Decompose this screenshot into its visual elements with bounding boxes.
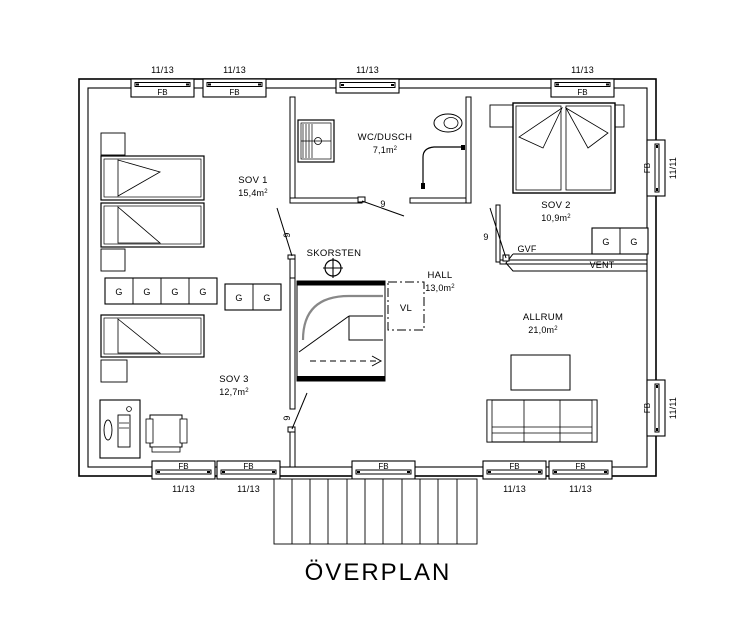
closet-label: G	[171, 287, 178, 297]
window-fb-label: FB	[643, 163, 652, 173]
doors	[276, 196, 510, 433]
window-size-label: 11/13	[356, 65, 379, 75]
room-name-allrum: ALLRUM	[523, 312, 563, 323]
room-area-sov1: 15,4m2	[238, 188, 268, 198]
room-name-wc: WC/DUSCH	[358, 132, 413, 143]
window-fb-label: FB	[243, 462, 253, 471]
staircase	[296, 280, 386, 382]
sov2-furniture	[489, 102, 625, 194]
window-size-label: 11/13	[237, 484, 260, 494]
window-bottom-1: FB 11/13	[151, 460, 216, 494]
vl-label: VL	[400, 303, 412, 314]
window-fb-label: FB	[509, 462, 519, 471]
window-fb-label: FB	[229, 88, 239, 97]
vent-label: VENT	[590, 260, 615, 270]
window-top-4: FB 11/13	[550, 65, 615, 98]
door-size-label: 9	[380, 199, 385, 209]
window-size-label: 11/13	[571, 65, 594, 75]
plan-title: ÖVERPLAN	[305, 559, 452, 586]
window-fb-label: FB	[157, 88, 167, 97]
sov3-furniture	[99, 314, 205, 459]
room-area-allrum: 21,0m2	[528, 325, 558, 335]
window-top-1: FB 11/13	[130, 65, 195, 98]
closet-label: G	[199, 287, 206, 297]
window-size-label: 11/11	[668, 397, 678, 419]
room-area-wc: 7,1m2	[373, 145, 398, 155]
window-bottom-2: FB 11/13	[216, 460, 281, 494]
chimney-symbol	[323, 258, 343, 278]
closet-label: G	[143, 287, 150, 297]
window-right-1: FB 11/11	[643, 139, 678, 197]
window-top-2: FB 11/13	[202, 65, 267, 98]
room-name-sov2: SOV 2	[541, 200, 571, 211]
window-size-label: 11/13	[503, 484, 526, 494]
window-bottom-4: FB 11/13	[482, 460, 547, 494]
window-fb-label: FB	[378, 462, 388, 471]
interior-walls	[289, 96, 648, 468]
gvf-label: GVF	[517, 244, 536, 254]
window-size-label: 11/13	[569, 484, 592, 494]
room-area-sov3: 12,7m2	[219, 387, 249, 397]
closet-label: G	[630, 237, 637, 247]
door-size-label: 9	[282, 232, 292, 237]
door-size-label: 9	[282, 415, 292, 420]
chimney-label: SKORSTEN	[307, 248, 362, 259]
closet-label: G	[115, 287, 122, 297]
terrace-deck	[273, 478, 478, 545]
window-size-label: 11/13	[223, 65, 246, 75]
sov1-furniture	[100, 132, 205, 272]
window-fb-label: FB	[178, 462, 188, 471]
room-area-hall: 13,0m2	[425, 283, 455, 293]
closet-group-sov1: G G G G	[104, 277, 218, 305]
door-size-label: 9	[483, 232, 488, 242]
window-fb-label: FB	[643, 403, 652, 413]
window-top-3: 11/13	[335, 65, 400, 94]
closet-group-sov2: G G	[591, 227, 649, 255]
room-name-sov3: SOV 3	[219, 374, 249, 385]
window-right-2: FB 11/11	[643, 379, 678, 437]
window-fb-label: FB	[577, 88, 587, 97]
window-size-label: 11/11	[668, 157, 678, 179]
window-fb-label: FB	[575, 462, 585, 471]
room-name-sov1: SOV 1	[238, 175, 268, 186]
closet-label: G	[235, 293, 242, 303]
room-area-sov2: 10,9m2	[541, 213, 571, 223]
allrum-furniture	[486, 354, 598, 443]
closet-label: G	[602, 237, 609, 247]
closet-label: G	[263, 293, 270, 303]
room-name-hall: HALL	[428, 270, 453, 281]
window-size-label: 11/13	[172, 484, 195, 494]
vl-duct	[387, 281, 425, 331]
wc-fixtures	[297, 113, 465, 189]
window-size-label: 11/13	[151, 65, 174, 75]
window-bottom-5: FB 11/13	[548, 460, 613, 494]
closet-group-hall: G G	[224, 283, 282, 311]
room-labels: SOV 1 15,4m2 WC/DUSCH 7,1m2 SOV 2 10,9m2…	[219, 132, 571, 397]
